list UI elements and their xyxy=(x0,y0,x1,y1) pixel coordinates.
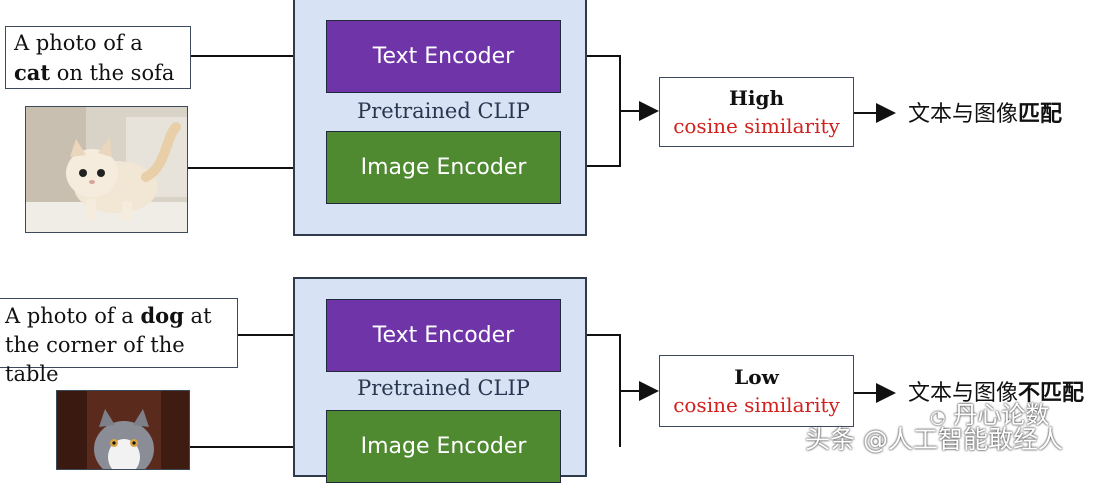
image-encoder-label: Image Encoder xyxy=(360,434,527,459)
pretrained-clip-label-1: Pretrained CLIP xyxy=(357,99,530,123)
similarity-metric: cosine similarity xyxy=(673,114,840,138)
image-encoder-label: Image Encoder xyxy=(360,155,527,180)
text-encoder-1: Text Encoder xyxy=(326,20,561,93)
cat-photo xyxy=(25,106,188,233)
watermark-wechat: ◔ 丹心论数 xyxy=(930,395,1100,429)
image-encoder-2: Image Encoder xyxy=(326,410,561,483)
conclusion-keyword: 匹配 xyxy=(1018,102,1063,127)
caption-text-pre: A photo of a xyxy=(14,31,143,55)
similarity-level: Low xyxy=(734,365,779,389)
similarity-level: High xyxy=(728,86,785,110)
caption-text-post: on the sofa xyxy=(50,61,175,85)
caption-keyword: dog xyxy=(140,303,184,328)
similarity-result-1: High cosine similarity xyxy=(659,77,854,147)
caption-box-2: A photo of a dog at the corner of the ta… xyxy=(0,298,238,386)
conclusion-1: 文本与图像匹配 xyxy=(908,96,1104,127)
wechat-icon: ◔ xyxy=(930,407,946,428)
similarity-metric: cosine similarity xyxy=(673,393,840,417)
text-encoder-label: Text Encoder xyxy=(372,44,515,69)
similarity-result-2: Low cosine similarity xyxy=(659,355,854,427)
conclusion-keyword: 不匹配 xyxy=(1018,381,1085,406)
caption-box-1: A photo of a cat on the sofa xyxy=(5,26,191,89)
caption-text-pre: A photo of a xyxy=(5,304,141,328)
text-encoder-2: Text Encoder xyxy=(326,299,561,372)
watermark-toutiao: 头条 @人工智能敢经人 xyxy=(805,420,1105,454)
cat-photo-2 xyxy=(56,390,190,470)
caption-keyword: cat xyxy=(14,60,51,85)
image-encoder-1: Image Encoder xyxy=(326,131,561,204)
watermark-line1: 丹心论数 xyxy=(953,401,1050,429)
conclusion-2: 文本与图像不匹配 xyxy=(908,375,1106,406)
caption-text-post: at the corner of the table xyxy=(5,304,212,386)
pretrained-clip-label-2: Pretrained CLIP xyxy=(357,376,530,400)
conclusion-text: 文本与图像 xyxy=(908,102,1019,127)
watermark-line2: 头条 @人工智能敢经人 xyxy=(805,425,1063,454)
conclusion-text: 文本与图像 xyxy=(908,381,1019,406)
text-encoder-label: Text Encoder xyxy=(372,323,515,348)
